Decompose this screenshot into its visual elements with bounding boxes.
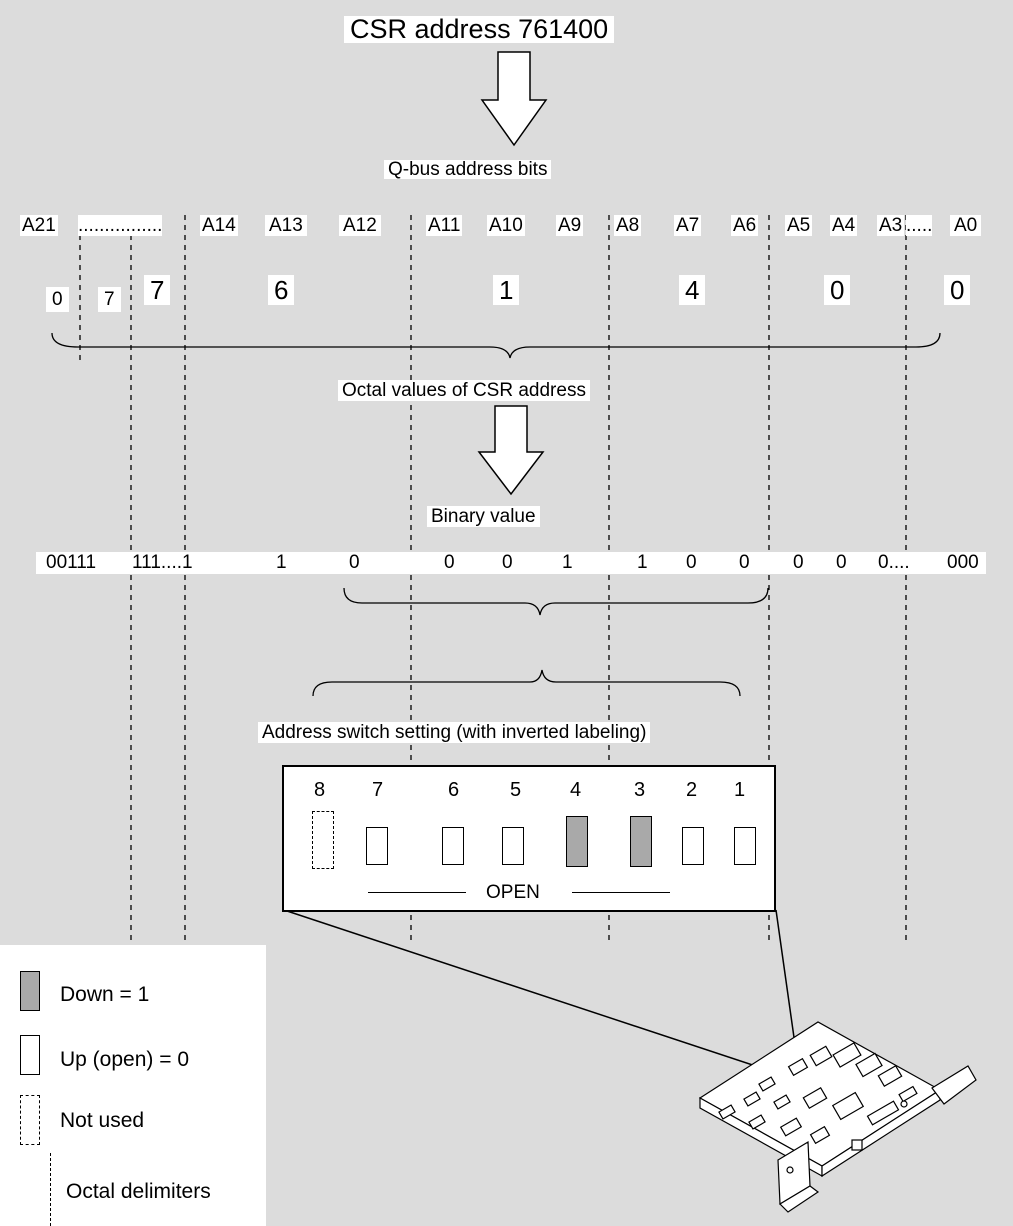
octal-digit: 6: [268, 275, 295, 305]
dip-switch-5[interactable]: [502, 827, 524, 865]
bit-a10: A10: [487, 215, 525, 236]
octal-digit: 0: [824, 275, 851, 305]
binary-bit: 0: [349, 552, 360, 573]
binary-group: 111....1: [132, 552, 193, 573]
binary-bit: 1: [637, 552, 648, 573]
brace-octal: [51, 332, 941, 359]
dip-switch-3[interactable]: [630, 816, 652, 867]
binary-bit: 0: [739, 552, 750, 573]
octal-label: Octal values of CSR address: [338, 380, 590, 401]
bit-a14: A14: [200, 215, 238, 236]
open-label: OPEN: [486, 882, 540, 903]
binary-bit: 0: [836, 552, 847, 573]
octal-digit: 1: [493, 275, 520, 305]
brace-binary: [343, 587, 769, 616]
bit-a5: A5: [785, 215, 813, 236]
legend-unused-text: Not used: [60, 1109, 145, 1132]
dip-switch-4[interactable]: [566, 816, 588, 867]
open-line-right: [572, 892, 670, 893]
open-line-left: [368, 892, 466, 893]
switch-number: 7: [372, 779, 384, 801]
legend-up-text: Up (open) = 0: [60, 1048, 189, 1071]
bit-a3: A3: [877, 215, 905, 236]
dip-switch-8[interactable]: [312, 811, 334, 869]
bit-a7: A7: [674, 215, 702, 236]
down-arrow-2: [477, 405, 545, 496]
legend-down-swatch: [20, 971, 40, 1011]
switch-number: 1: [734, 779, 746, 801]
bit-a13: A13: [265, 215, 307, 236]
octal-digit: 7: [144, 275, 171, 305]
legend-down-text: Down = 1: [60, 983, 150, 1006]
bit-a8: A8: [614, 215, 642, 236]
dip-switch-panel: 8 7 6 5 4 3 2 1 OPEN: [282, 765, 776, 912]
legend-unused-swatch: [20, 1095, 40, 1145]
switch-number: 3: [634, 779, 646, 801]
circuit-board-illustration: [698, 1021, 977, 1213]
bit-a0: A0: [950, 215, 982, 236]
switch-number: 4: [570, 779, 582, 801]
legend-delim-text: Octal delimiters: [66, 1180, 211, 1203]
binary-bit: 0: [502, 552, 513, 573]
binary-bit: 0: [793, 552, 804, 573]
csr-address-title: CSR address 761400: [344, 16, 615, 43]
dip-switch-7[interactable]: [366, 827, 388, 865]
binary-bit: 0: [686, 552, 697, 573]
legend-delim-swatch: [50, 1153, 51, 1226]
octal-digit: 0: [944, 275, 971, 305]
switch-number: 8: [314, 779, 326, 801]
bit-a4: A4: [830, 215, 858, 236]
bit-a21: A21: [20, 215, 58, 236]
octal-digit: 0: [46, 287, 69, 312]
bit-dots-upper: ................: [78, 215, 163, 236]
octal-delimiters: [79, 215, 907, 940]
dip-switch-2[interactable]: [682, 827, 704, 865]
binary-bit: 1: [562, 552, 573, 573]
binary-group: 000: [947, 552, 979, 573]
bit-a11: A11: [426, 215, 463, 236]
binary-bit: 0....: [878, 552, 910, 573]
legend-up-swatch: [20, 1035, 40, 1075]
octal-digit: 4: [679, 275, 706, 305]
binary-group: 00111: [46, 552, 97, 573]
switch-number: 5: [510, 779, 522, 801]
switch-number: 6: [448, 779, 460, 801]
switch-number: 2: [686, 779, 698, 801]
switch-setting-label: Address switch setting (with inverted la…: [258, 722, 651, 743]
bit-dots-lower: .....: [906, 215, 933, 236]
binary-label: Binary value: [427, 506, 540, 527]
dip-switch-1[interactable]: [734, 827, 756, 865]
octal-digit: 7: [98, 287, 121, 312]
bit-a9: A9: [556, 215, 584, 236]
dip-switch-6[interactable]: [442, 827, 464, 865]
binary-bit: 0: [444, 552, 455, 573]
bit-a6: A6: [731, 215, 759, 236]
down-arrow-1: [480, 51, 548, 147]
qbus-label: Q-bus address bits: [384, 160, 552, 179]
bit-a12: A12: [339, 215, 381, 236]
brace-switch: [312, 669, 741, 697]
binary-bit: 1: [276, 552, 287, 573]
zoom-line-left: [283, 909, 799, 1081]
legend: Down = 1 Up (open) = 0 Not used Octal de…: [0, 945, 266, 1226]
